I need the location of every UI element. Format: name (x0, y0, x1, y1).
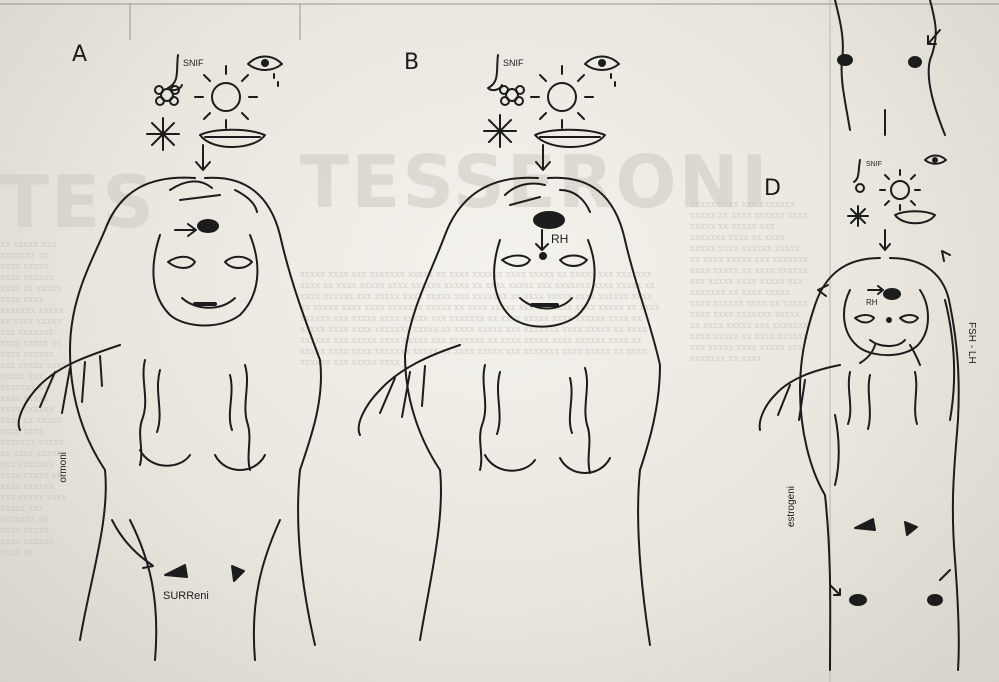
panel-d-letter: D (764, 176, 781, 201)
panel-a-letter: A (72, 42, 87, 67)
panel-b-label-rh: RH (551, 232, 568, 246)
panel-d-label-fsh-lh: FSH - LH (966, 322, 977, 364)
panel-d-label-estrogeni: estrogeni (786, 486, 797, 527)
panel-b-label-snif: SNIF (503, 58, 524, 68)
panel-a-label-surreni: SURReni (163, 590, 209, 602)
panel-b-figure (359, 55, 660, 645)
panel-d-label-rh: RH (866, 298, 878, 307)
panel-d-label-snif: SNIF (866, 161, 882, 168)
panel-b-letter: B (404, 50, 419, 75)
panel-a-label-snif: SNIF (183, 58, 204, 68)
panel-d-figure (760, 0, 959, 670)
panel-a-figure (19, 55, 321, 660)
panel-a-label-ormoni: ormoni (58, 452, 69, 483)
